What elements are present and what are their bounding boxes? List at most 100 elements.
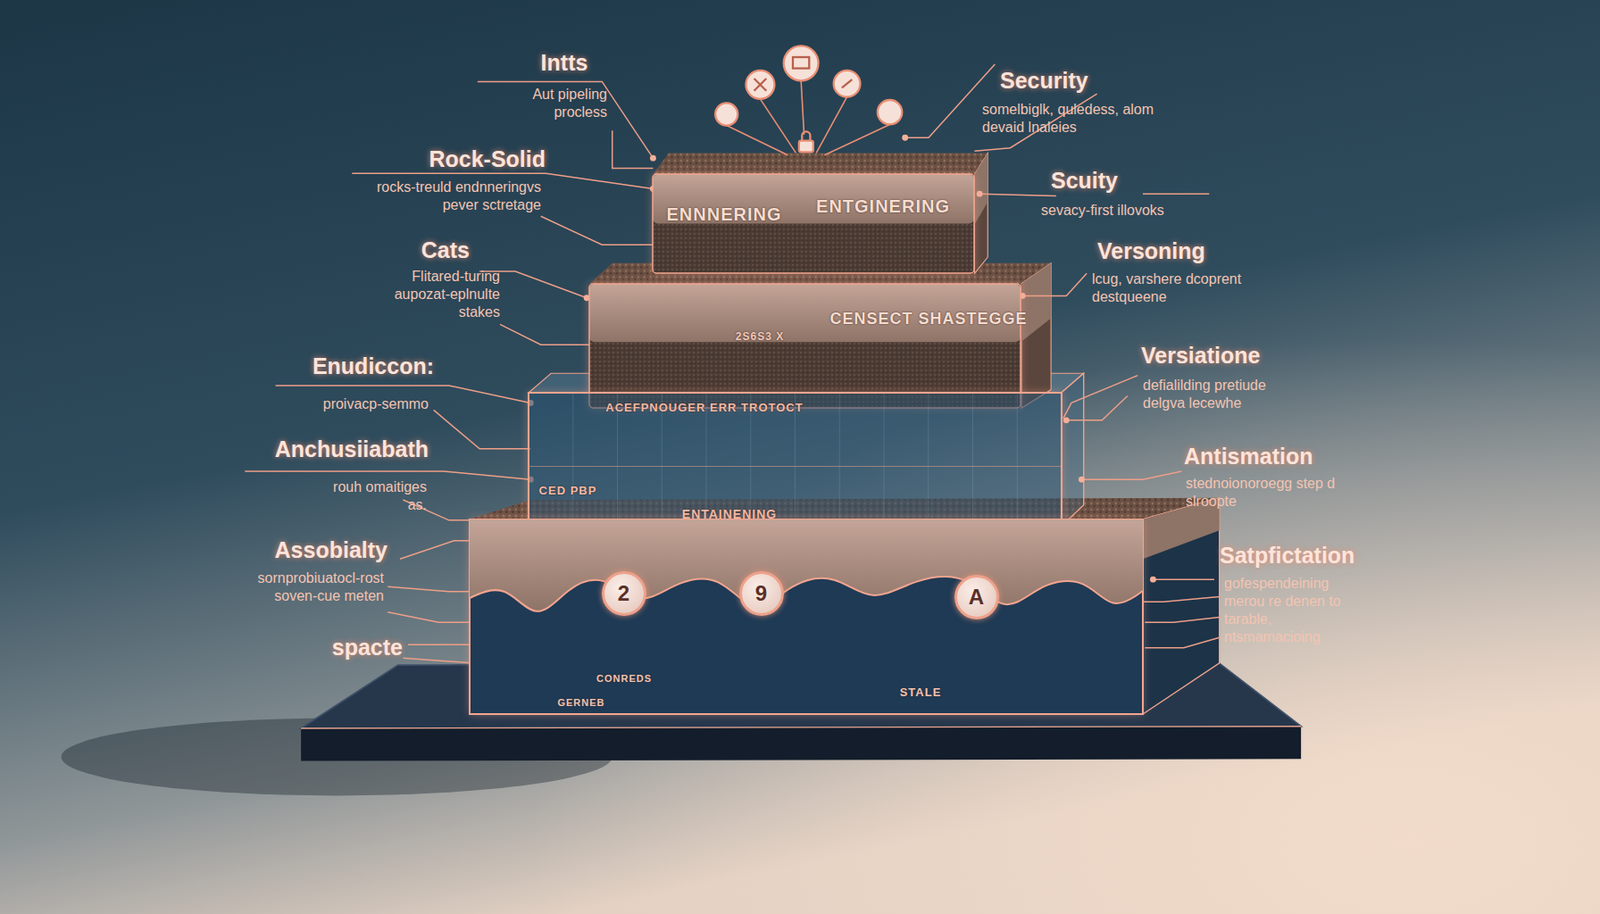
- callout-number: 2: [617, 581, 631, 607]
- tier-side-frosting: [1021, 263, 1051, 342]
- cake-tier: ENNNERING ENTGINERING: [652, 174, 975, 274]
- frosting-drip: [469, 519, 1143, 612]
- tier-outline: [589, 283, 1021, 409]
- leader-line: [408, 644, 472, 646]
- callout-text: stednoionoroegg step d slroopte: [1185, 475, 1347, 511]
- callout-heading: Assobialty: [275, 537, 388, 564]
- cake-illustration: [61, 45, 1302, 796]
- tier-side: [974, 152, 988, 274]
- leader-line: [1144, 637, 1219, 648]
- cake-tier: CONREDS GERNEB STALE 2 9 A: [469, 519, 1143, 715]
- tier-text: CENSECT SHASTEGGE: [829, 309, 1027, 329]
- leader-dot: [1078, 476, 1085, 484]
- tier-text: ENNNERING: [666, 204, 782, 225]
- callout-heading: Antismation: [1183, 443, 1313, 470]
- callout-text: defialilding pretiude delgva lecewhe: [1142, 376, 1304, 413]
- icon-circle: [783, 45, 819, 81]
- callout-heading: Versoning: [1097, 238, 1206, 265]
- leader-line: [400, 541, 475, 560]
- callout-heading: Satpfictation: [1219, 542, 1355, 569]
- glass-side: [1061, 373, 1084, 526]
- drip-edge: [469, 576, 1143, 612]
- leader-line: [387, 612, 472, 623]
- leader-line: [402, 658, 472, 664]
- callout-text: sornprobiuatocl-rost soven-cue meten: [218, 569, 384, 606]
- stem: [824, 124, 890, 155]
- leader-line: [541, 216, 654, 245]
- leader-line: [1142, 192, 1209, 194]
- callout-text: somelbiglk, quledess, alom devaid lnalei…: [982, 100, 1188, 137]
- tier-outline: [652, 174, 975, 274]
- stem: [816, 97, 847, 154]
- icon-circle: [833, 70, 861, 98]
- callout-text: rouh omaitiges as.: [315, 478, 427, 515]
- icon-circle: [877, 100, 902, 125]
- leader-dot: [1150, 576, 1157, 584]
- callout-heading: Intts: [541, 50, 589, 76]
- grid-line: [927, 392, 929, 527]
- badge-circle: 9: [739, 571, 784, 617]
- tier-shape: [589, 283, 1021, 409]
- icon-circle: [745, 70, 775, 100]
- callout-heading: Enudiccon:: [312, 353, 434, 380]
- icon-glyph: [792, 57, 809, 69]
- platform-edge: [300, 726, 1301, 729]
- callout-heading: Anchusiiabath: [275, 436, 429, 463]
- leader-lines: [244, 64, 1219, 664]
- glass-panel: [528, 392, 1062, 527]
- platform-front: [300, 726, 1301, 762]
- callout-text: Flitared-turing aupozat-eplnulte stakes: [379, 267, 500, 322]
- glass-tier: ACEFPNOUGER ERR TROTOCTCED PBPENTAINENIN…: [528, 392, 1062, 527]
- tier-text: ENTGINERING: [816, 196, 950, 217]
- tier-text: STALE: [900, 685, 942, 700]
- callout-text: Aut pipeling procless: [500, 85, 608, 122]
- leader-line: [979, 193, 1057, 196]
- cake-tier: CENSECT SHASTEGGE2S6S3 X: [589, 283, 1021, 409]
- leader-line: [1081, 471, 1182, 480]
- grid-line: [839, 392, 841, 527]
- leader-line: [1022, 273, 1087, 296]
- tier-text: CONREDS: [596, 673, 652, 684]
- grid-line: [972, 392, 974, 527]
- leader-dot: [1063, 416, 1070, 424]
- tier-top: [652, 152, 988, 175]
- leader-dot: [976, 191, 984, 198]
- callout-number: 9: [755, 581, 768, 607]
- badge-circle: 2: [601, 571, 647, 617]
- tier-text: CED PBP: [539, 483, 598, 498]
- tier-side-frosting: [974, 152, 988, 225]
- leader-line: [1142, 597, 1220, 603]
- leader-line: [1152, 578, 1215, 580]
- leader-line: [387, 586, 475, 592]
- callout-heading: Scuity: [1050, 167, 1118, 194]
- tier-side: [1142, 498, 1220, 715]
- leader-dot: [650, 155, 657, 162]
- leader-line: [244, 471, 531, 480]
- frosting-band: [652, 174, 975, 225]
- icon-circle: [715, 102, 738, 125]
- callout-heading: Security: [1000, 67, 1089, 94]
- lock-icon: [799, 141, 814, 153]
- callout-heading: Cats: [421, 237, 470, 264]
- leader-line: [433, 409, 532, 449]
- tier-text: GERNEB: [557, 697, 605, 709]
- callout-text: proivacp-semmo: [285, 395, 429, 414]
- leader-line: [1066, 395, 1128, 420]
- callout-number: A: [968, 584, 985, 610]
- tier-shape: [469, 519, 1143, 715]
- leader-line: [612, 130, 654, 168]
- glass-shelf: [528, 466, 1062, 467]
- callout-text: sevacy-first illovoks: [1041, 201, 1238, 220]
- leader-line: [1144, 616, 1219, 623]
- callout-heading: Rock-Solid: [428, 146, 546, 173]
- callout-text: gofespendeining merou re denen to tarabl…: [1224, 575, 1359, 647]
- grid-line: [572, 392, 574, 527]
- callout-heading: spacte: [332, 634, 403, 661]
- stem: [726, 125, 789, 156]
- leader-dots: [471, 134, 1157, 584]
- leader-dot: [901, 134, 909, 142]
- callout-text: rocks-treuld endnneringvs pever sctretag…: [349, 178, 542, 215]
- tier-side: [1021, 263, 1051, 409]
